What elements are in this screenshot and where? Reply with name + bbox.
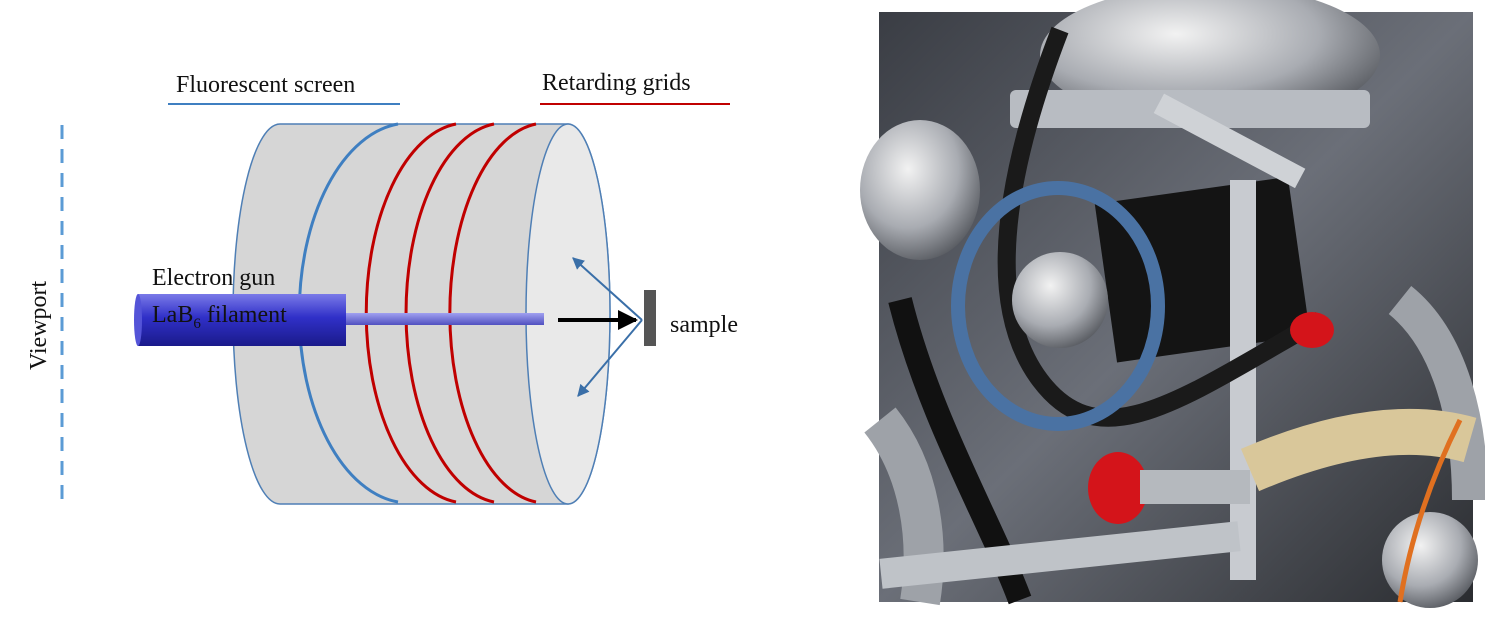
electron-gun-body xyxy=(138,294,346,346)
sample-label: sample xyxy=(670,312,738,338)
electron-beam-tube xyxy=(346,313,544,325)
viewport-label: Viewport xyxy=(26,280,52,370)
fluorescent-screen-label: Fluorescent screen xyxy=(176,72,355,98)
orange-cable xyxy=(1397,418,1463,603)
flex-hose-right xyxy=(1388,285,1485,501)
highlight-circle xyxy=(951,181,1165,431)
filament-prefix: LaB xyxy=(152,302,193,328)
camera-box xyxy=(1094,176,1311,363)
diffraction-arrow-down xyxy=(577,319,643,397)
leed-diagram: Viewport sample Fluorescent screen Retar… xyxy=(26,70,738,505)
lab-equipment-photo xyxy=(860,0,1485,608)
black-cable-1 xyxy=(997,26,1325,427)
bottom-rail xyxy=(879,521,1241,589)
retarding-grids-label: Retarding grids xyxy=(542,70,691,96)
center-flange xyxy=(1012,252,1108,348)
sample-plate xyxy=(644,290,656,346)
frame-rail xyxy=(1153,93,1306,189)
filament-suffix: filament xyxy=(201,302,287,328)
red-spot xyxy=(1290,312,1334,348)
red-cap xyxy=(1088,452,1148,524)
red-cap-rod xyxy=(1140,470,1250,504)
diffraction-arrow-up xyxy=(572,257,643,321)
left-chamber xyxy=(860,120,980,260)
bottom-flange xyxy=(1382,512,1478,608)
frame-post xyxy=(1230,180,1256,580)
electron-gun-end xyxy=(134,294,142,346)
filament-label: LaB6 filament xyxy=(152,302,287,332)
wrapped-pipe xyxy=(1240,409,1477,492)
filament-subscript: 6 xyxy=(193,316,201,332)
electron-gun-label: Electron gun xyxy=(152,265,275,291)
